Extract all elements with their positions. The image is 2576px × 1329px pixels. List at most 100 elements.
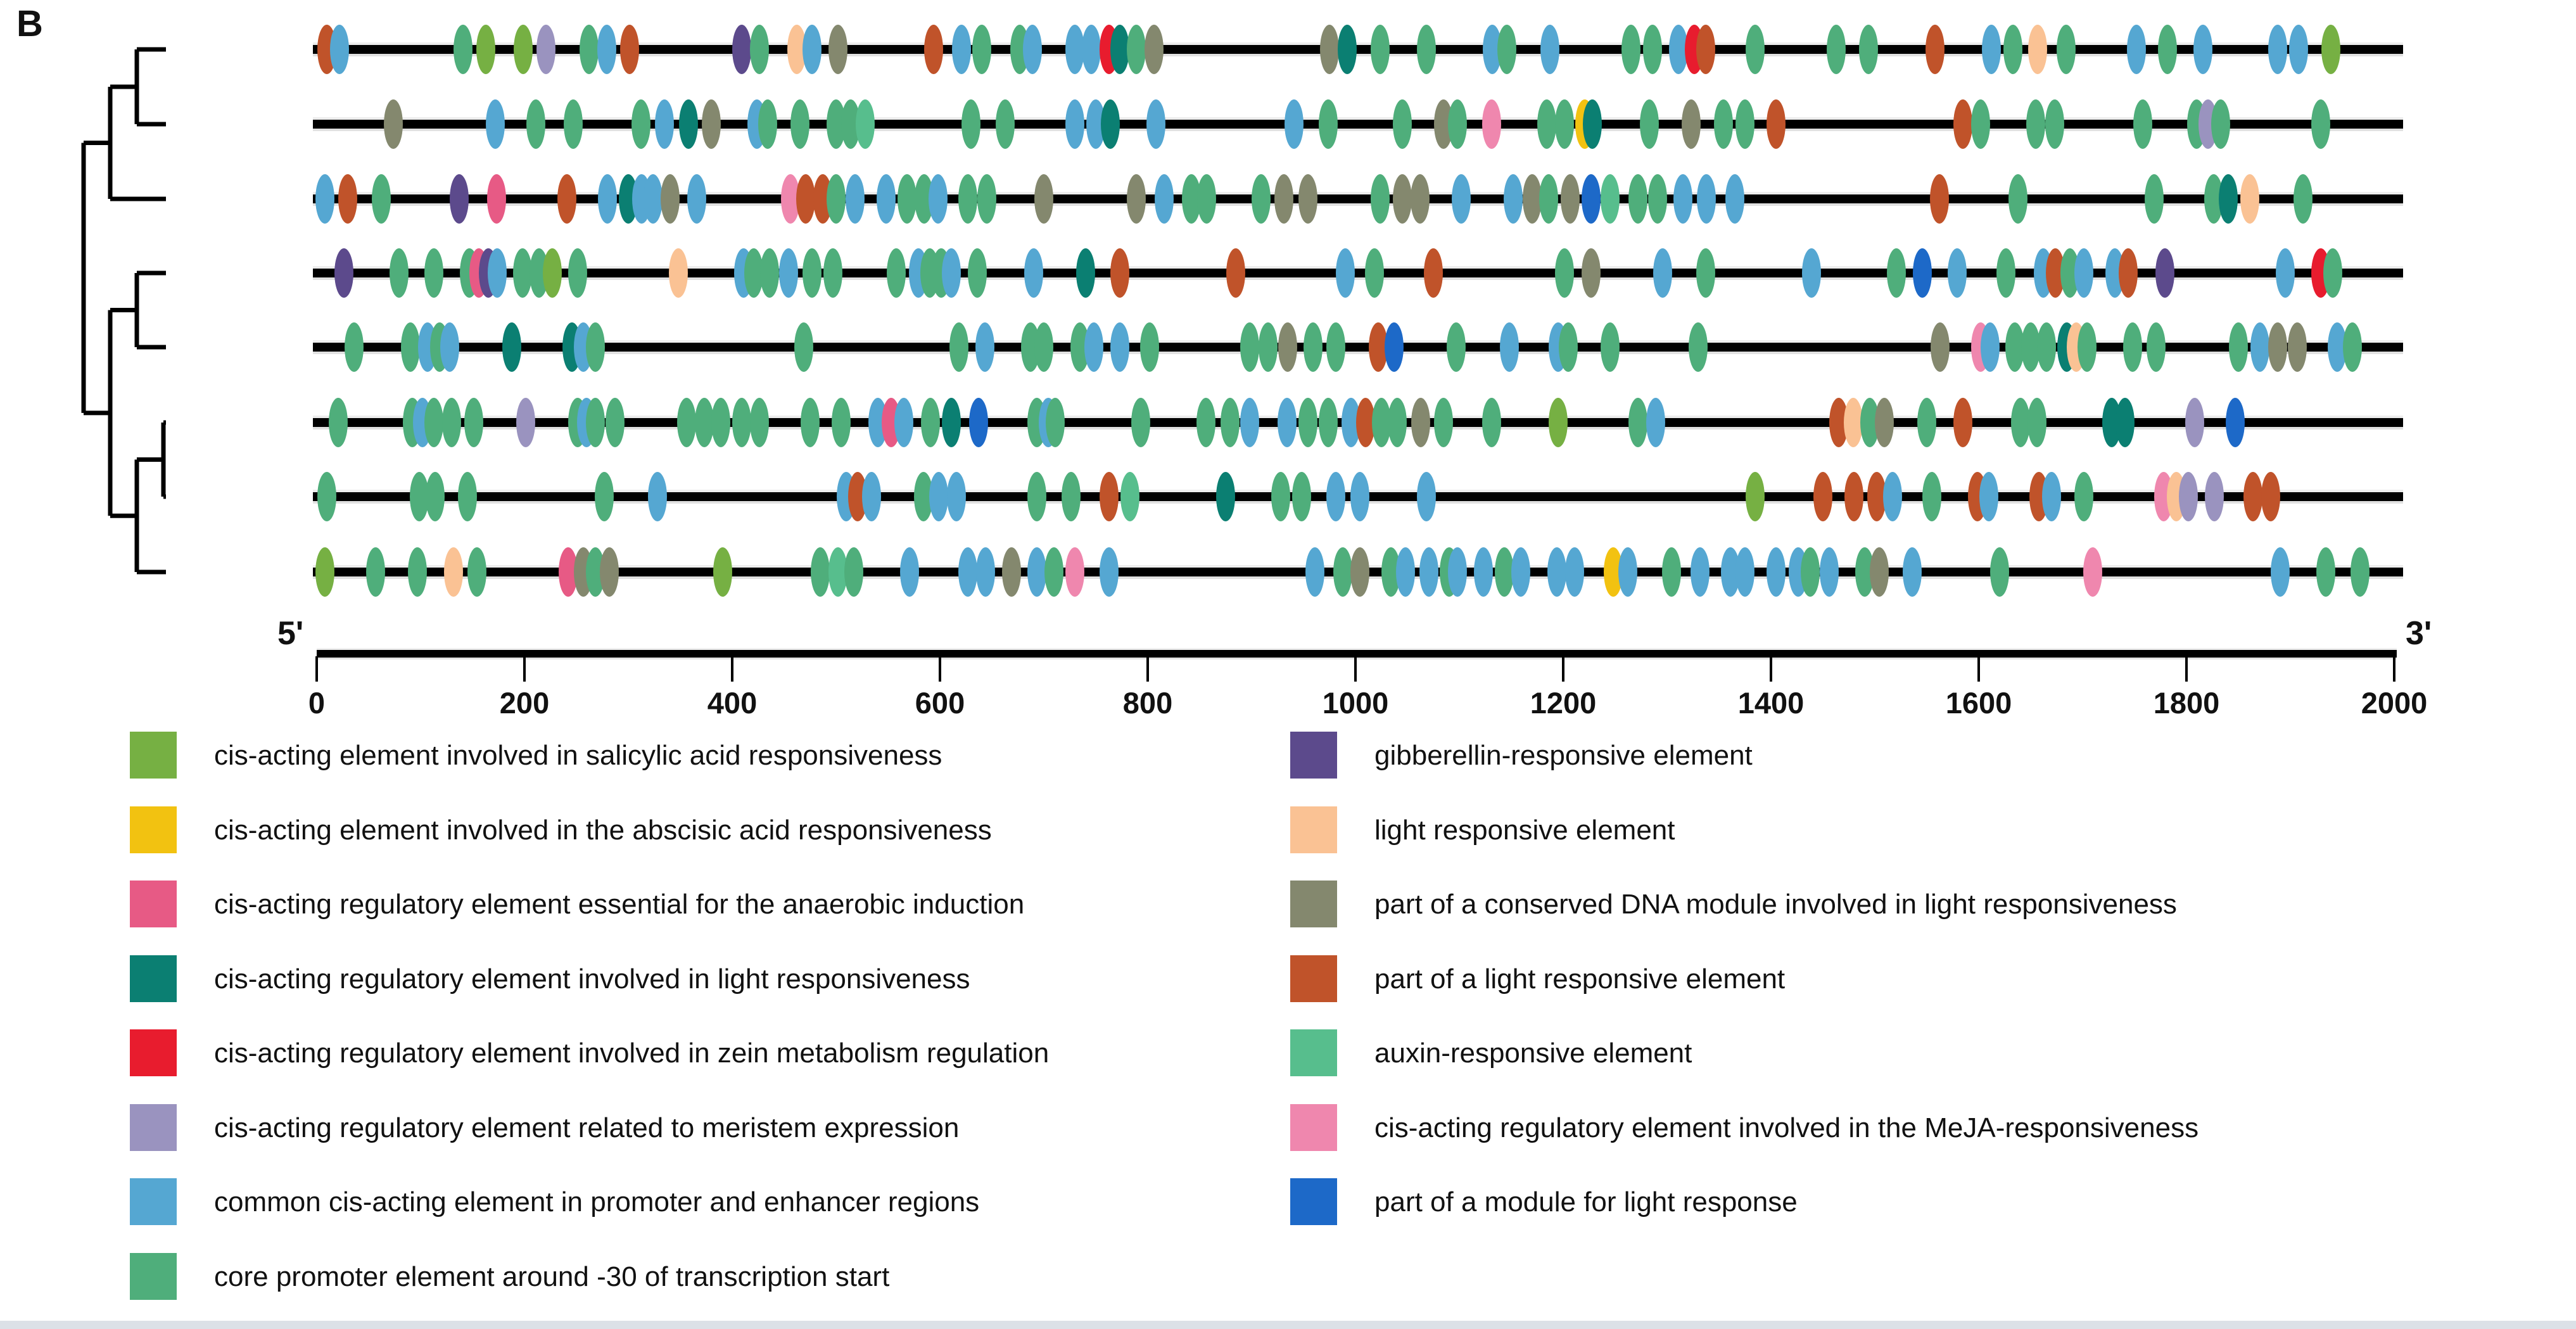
cis-element-plre: [1929, 174, 1949, 224]
cis-element-core: [972, 25, 991, 74]
cis-element-core: [1140, 322, 1160, 372]
cis-element-common: [330, 25, 350, 74]
axis-tick: [731, 656, 733, 682]
cis-element-core: [2293, 174, 2313, 224]
cis-element-common: [1416, 472, 1436, 521]
cis-element-core: [949, 322, 968, 372]
cis-element-core: [1539, 174, 1559, 224]
axis-tick-label: 800: [1122, 686, 1173, 720]
cis-element-core: [631, 99, 650, 149]
cis-element-common: [958, 547, 978, 597]
cis-element-common: [1082, 25, 1101, 74]
cis-element-dna: [2288, 322, 2307, 372]
axis-tick-label: 0: [308, 686, 326, 720]
cis-element-common: [687, 174, 707, 224]
cis-element-core: [2074, 472, 2093, 521]
cis-element-core: [467, 547, 486, 597]
phylogenetic-tree: [81, 47, 166, 575]
legend-swatch-mer: [130, 1103, 177, 1151]
cis-element-common: [2268, 25, 2288, 74]
cis-element-common: [440, 322, 459, 372]
cis-element-core: [1971, 99, 1991, 149]
cis-element-core: [1220, 398, 1240, 447]
cis-element-core: [1240, 322, 1259, 372]
cis-element-light: [2028, 25, 2048, 74]
cis-element-sa: [2321, 25, 2340, 74]
legend-label-mer: cis-acting regulatory element related to…: [214, 1112, 960, 1143]
cis-element-common: [2250, 322, 2270, 372]
cis-element-core: [2003, 25, 2023, 74]
cis-element-common: [1285, 99, 1304, 149]
cis-element-core: [1259, 322, 1278, 372]
cis-element-core: [1333, 547, 1353, 597]
cis-element-plre: [1696, 25, 1715, 74]
panel-label: B: [16, 3, 43, 44]
cis-element-plre: [1926, 25, 1945, 74]
legend-swatch-light: [1290, 806, 1337, 853]
cis-element-core: [2147, 322, 2166, 372]
cis-element-core: [2010, 398, 2030, 447]
legend-label-ana: cis-acting regulatory element essential …: [214, 889, 1025, 920]
legend-label-lre: cis-acting regulatory element involved i…: [214, 963, 970, 995]
cis-element-core: [526, 99, 546, 149]
cis-element-common: [929, 472, 949, 521]
cis-element-dna: [1582, 248, 1601, 298]
cis-element-mer: [2205, 472, 2224, 521]
cis-element-light: [1843, 398, 1863, 447]
cis-element-core: [1696, 248, 1715, 298]
axis-tick: [2185, 656, 2188, 682]
cis-element-core: [1364, 248, 1384, 298]
cis-element-core: [457, 472, 477, 521]
cis-element-mer: [2179, 472, 2198, 521]
cis-element-core: [1371, 174, 1390, 224]
cis-element-common: [952, 25, 972, 74]
cis-element-light: [2240, 174, 2260, 224]
cis-element-common: [1540, 25, 1559, 74]
cis-element-core: [2311, 99, 2330, 149]
cis-element-dna: [384, 99, 403, 149]
cis-element-core: [1689, 322, 1708, 372]
axis-tick: [1770, 656, 1772, 682]
cis-element-core: [827, 174, 846, 224]
cis-element-common: [947, 472, 967, 521]
cis-element-meja: [1065, 547, 1085, 597]
cis-element-dna: [1320, 25, 1339, 74]
legend-label-mod: part of a module for light response: [1374, 1186, 1798, 1218]
axis-tick-label: 1600: [1945, 686, 2012, 720]
cis-element-core: [1746, 25, 1765, 74]
cis-element-common: [1735, 547, 1754, 597]
cis-element-core: [2036, 322, 2056, 372]
cis-element-core: [1628, 174, 1648, 224]
cis-element-dna: [1298, 174, 1317, 224]
cis-element-dna: [1278, 322, 1298, 372]
cis-element-aux: [855, 99, 875, 149]
cis-element-common: [1305, 547, 1325, 597]
cis-element-core: [345, 322, 364, 372]
cis-element-core: [564, 99, 583, 149]
cis-element-common: [1335, 248, 1355, 298]
cis-element-common: [1947, 248, 1967, 298]
cis-element-meja: [1482, 99, 1501, 149]
cis-element-mod: [2226, 398, 2245, 447]
cis-element-dna: [1126, 174, 1146, 224]
axis-tick-label: 1200: [1530, 686, 1597, 720]
cis-element-common: [1646, 398, 1665, 447]
cis-element-common: [2041, 472, 2061, 521]
cis-element-common: [1903, 547, 1922, 597]
cis-element-core: [811, 547, 830, 597]
axis-tick-label: 1400: [1737, 686, 1805, 720]
legend-label-ga: gibberellin-responsive element: [1374, 740, 1753, 771]
cis-element-common: [597, 25, 616, 74]
cis-element-core: [844, 547, 863, 597]
cis-element-mer: [536, 25, 556, 74]
cis-element-core: [2316, 547, 2335, 597]
cis-element-ana: [486, 174, 506, 224]
cis-element-core: [958, 174, 978, 224]
cis-element-plre: [924, 25, 944, 74]
cis-element-core: [1447, 99, 1467, 149]
cis-element-common: [1981, 25, 2001, 74]
cis-element-lre: [1337, 25, 1357, 74]
cis-element-core: [1319, 99, 1338, 149]
cis-element-dna: [828, 25, 848, 74]
cis-element-sa: [1548, 398, 1568, 447]
